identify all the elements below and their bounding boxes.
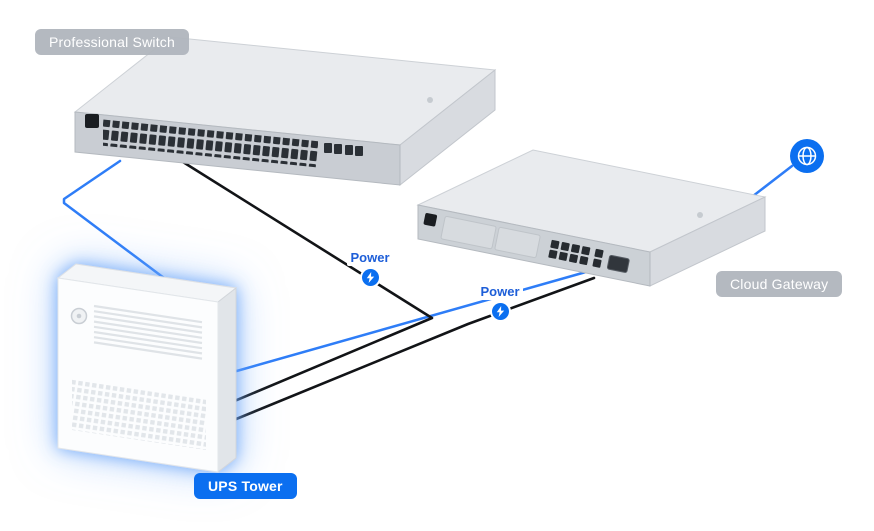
power-badge-gateway-text: Power bbox=[477, 284, 523, 301]
ups-side-face bbox=[217, 286, 237, 474]
ups-tower-illustration bbox=[56, 263, 238, 474]
power-line-ups-to-switch bbox=[181, 160, 434, 407]
professional-switch-illustration bbox=[73, 36, 497, 187]
gateway-front-details bbox=[423, 213, 630, 273]
switch-power-inlet bbox=[85, 114, 99, 128]
data-line-ups-to-gateway bbox=[224, 266, 602, 376]
power-badge-gateway: Power bbox=[468, 284, 532, 321]
cloud-gateway-illustration bbox=[416, 149, 767, 287]
gateway-lan-ports bbox=[548, 239, 604, 268]
gateway-bay-right bbox=[494, 226, 541, 259]
cables bbox=[62, 159, 794, 426]
professional-switch-label: Professional Switch bbox=[35, 29, 189, 55]
power-line-ups-to-gateway bbox=[222, 276, 596, 426]
gateway-sfp-module bbox=[606, 254, 630, 273]
data-line-switch-to-ups bbox=[62, 159, 182, 292]
gateway-bay-left bbox=[440, 216, 497, 250]
gateway-logo-dot bbox=[697, 212, 703, 218]
power-connector-icon bbox=[491, 303, 509, 321]
cloud-gateway-label: Cloud Gateway bbox=[716, 271, 843, 297]
switch-port-strip bbox=[103, 119, 318, 168]
ups-upper-vents bbox=[93, 304, 203, 360]
internet-globe-icon bbox=[790, 139, 824, 173]
switch-logo-dot bbox=[427, 97, 433, 103]
switch-sfp-ports bbox=[324, 143, 363, 156]
ups-power-button-dot bbox=[76, 313, 82, 319]
professional-switch-label-text: Professional Switch bbox=[49, 34, 175, 50]
lightning-bolt-icon bbox=[496, 306, 504, 318]
gateway-power-inlet bbox=[423, 213, 438, 227]
lightning-bolt-icon bbox=[366, 272, 374, 284]
power-badge-switch-text: Power bbox=[347, 250, 393, 267]
ups-tower-label: UPS Tower bbox=[194, 473, 297, 499]
power-badge-switch: Power bbox=[338, 250, 402, 287]
ups-lower-vent-grid bbox=[72, 378, 206, 450]
cloud-gateway-label-text: Cloud Gateway bbox=[730, 276, 829, 292]
power-connector-icon bbox=[361, 269, 379, 287]
ups-tower-label-text: UPS Tower bbox=[208, 478, 283, 494]
